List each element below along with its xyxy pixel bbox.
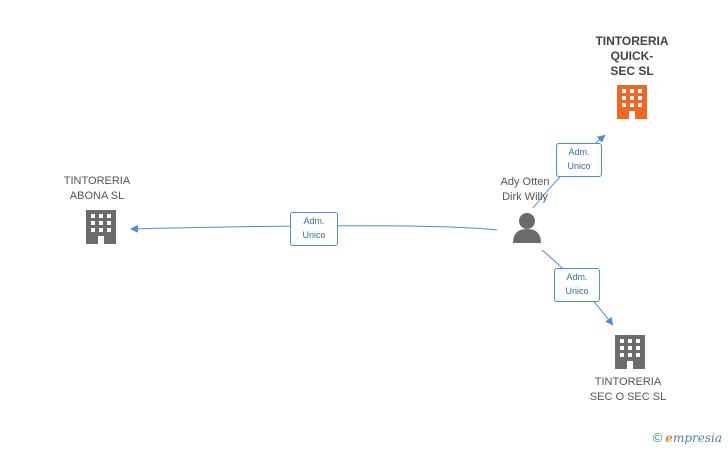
company-label-sec-o-sec[interactable]: TINTORERIA SEC O SEC SL	[589, 376, 667, 403]
empresia-watermark: © empresia	[653, 430, 722, 445]
role-badge-to-quick-sec[interactable]: Adm. Unico	[556, 143, 602, 177]
building-icon[interactable]	[86, 210, 116, 244]
company-label-quick-sec[interactable]: TINTORERIA QUICK- SEC SL	[595, 34, 669, 78]
building-icon[interactable]	[615, 335, 645, 369]
role-badge-to-sec-o-sec[interactable]: Adm. Unico	[554, 268, 600, 302]
person-icon[interactable]	[513, 213, 541, 243]
person-label[interactable]: Ady Otten Dirk Willy	[500, 176, 550, 203]
copyright-icon: ©	[652, 430, 663, 445]
role-badge-to-abona[interactable]: Adm. Unico	[290, 212, 338, 246]
edge-line-to-abona	[130, 224, 498, 233]
company-label-abona[interactable]: TINTORERIA ABONA SL	[63, 175, 131, 202]
building-icon[interactable]	[617, 85, 647, 119]
brand-logo: empresia	[665, 430, 722, 445]
